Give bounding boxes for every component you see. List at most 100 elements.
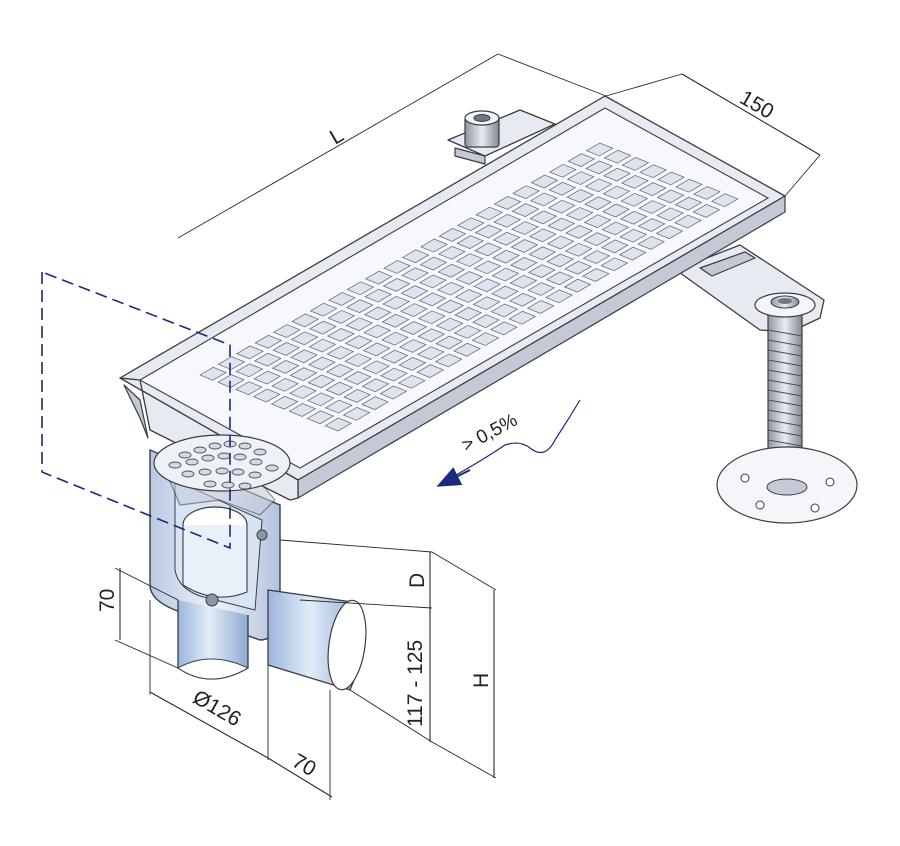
grate-cell (621, 175, 649, 189)
grate-cell (289, 367, 318, 381)
grate-cell (602, 203, 630, 218)
grate-cell (528, 246, 557, 261)
grate-cell (400, 285, 429, 299)
grate-cell (327, 310, 356, 324)
dimension-70-horizontal: 70 (267, 690, 333, 800)
svg-text:> 0,5%: > 0,5% (458, 410, 521, 457)
grate-cell (234, 381, 263, 396)
svg-text:D: D (406, 573, 429, 588)
grate-cell (362, 342, 391, 357)
grate-cell (621, 157, 650, 171)
grate-cell (343, 389, 371, 403)
grate-cell (235, 363, 264, 378)
grate-cell (306, 410, 335, 425)
grate-cell (564, 242, 593, 257)
grate-cell (419, 256, 448, 271)
grate-cell (510, 257, 538, 271)
grate-cell (419, 274, 447, 289)
grate-cell (471, 332, 500, 346)
grate-cell (199, 366, 227, 381)
grate-cell (638, 200, 667, 214)
grate-cell (456, 217, 485, 232)
grating (199, 142, 739, 432)
grate-cell (512, 185, 540, 200)
grate-cell (603, 167, 631, 182)
grate-cell (526, 300, 555, 314)
grate-cell (472, 314, 500, 328)
grate-cell (328, 292, 356, 306)
grate-cell (436, 281, 465, 296)
rear-support-leg (447, 109, 556, 165)
grate-cell (436, 299, 465, 314)
grate-cell (379, 385, 408, 400)
grate-cell (511, 203, 540, 217)
grate-cell (582, 268, 610, 282)
grate-cell (600, 257, 629, 272)
dimension-117-125: 117 - 125 (349, 608, 433, 743)
grate-cell (254, 334, 283, 349)
grate-cell (547, 199, 576, 214)
grate-cell (308, 356, 336, 371)
grate-cell (657, 171, 686, 186)
grate-cell (364, 270, 393, 285)
grate-cell (420, 238, 448, 253)
grate-cell (530, 192, 558, 207)
grate-cell (342, 406, 371, 421)
grate-cell (637, 236, 665, 250)
dimension-70-vertical: 70 (96, 567, 179, 669)
grate-cell (584, 196, 612, 211)
grate-cell (620, 192, 649, 207)
grate-cell (398, 357, 427, 371)
grate-cell (455, 271, 484, 285)
grate-cell (527, 264, 556, 278)
grate-cell (603, 149, 632, 164)
grate-cell (400, 303, 428, 317)
grate-cell (290, 349, 318, 364)
svg-text:L: L (326, 124, 348, 150)
grate-cell (380, 349, 409, 364)
grate-cell (693, 186, 721, 200)
grate-cell (361, 396, 389, 410)
grate-cell (474, 224, 503, 239)
grate-cell (290, 331, 319, 346)
grate-cell (710, 193, 739, 208)
grate-cell (346, 281, 375, 296)
grate-cell (548, 163, 577, 178)
grate-cell (582, 250, 611, 264)
grate-cell (326, 345, 355, 360)
grate-cell (454, 307, 482, 321)
grate-cell (548, 181, 577, 196)
grate-cell (344, 353, 373, 367)
grate-cell (291, 313, 319, 328)
grate-cell (546, 253, 575, 268)
svg-text:150: 150 (736, 86, 778, 123)
grate-cell (509, 274, 538, 289)
grate-cell (475, 206, 504, 221)
grate-cell (272, 342, 301, 356)
grate-cell (601, 221, 630, 236)
grate-cell (508, 310, 537, 325)
grate-cell (583, 214, 612, 229)
grate-cell (271, 360, 300, 374)
grate-cell (455, 253, 484, 267)
grate-cell (585, 142, 614, 157)
grate-cell (510, 239, 539, 253)
grate-cell (674, 196, 703, 211)
grate-cell (288, 403, 317, 417)
grate-cell (325, 381, 354, 396)
grate-cell (418, 292, 447, 307)
grate-cell (217, 374, 245, 388)
grate-cell (565, 225, 593, 239)
grate-cell (453, 324, 482, 339)
grate-cell (363, 306, 392, 321)
grate-cell (566, 171, 595, 185)
grate-cell (382, 278, 411, 292)
grate-cell (656, 189, 685, 204)
grate-cell (638, 182, 667, 196)
grate-cell (566, 189, 595, 203)
grate-cell (435, 317, 464, 332)
grate-cell (345, 299, 374, 314)
grate-cell (618, 246, 647, 261)
grate-cell (585, 160, 613, 175)
